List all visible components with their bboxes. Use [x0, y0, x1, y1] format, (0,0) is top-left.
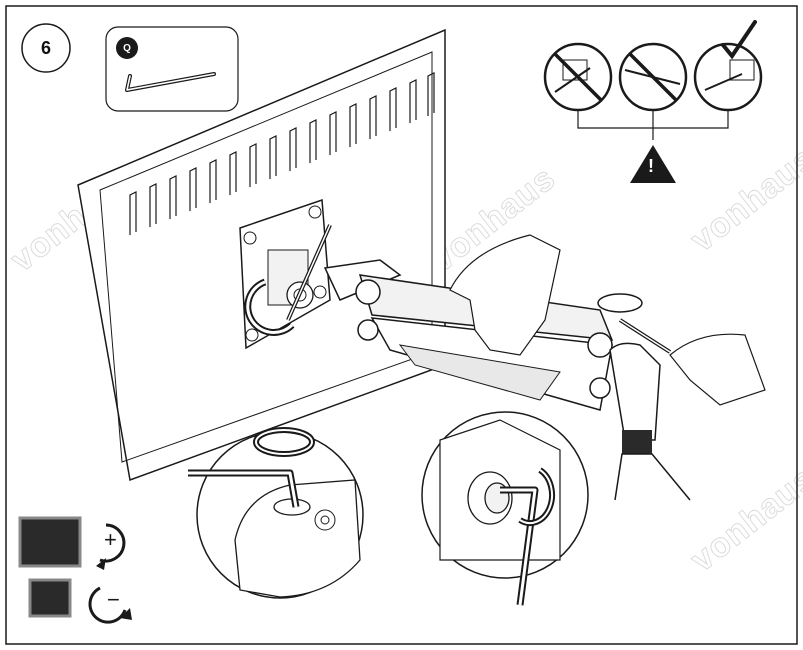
counterclockwise-minus-icon [88, 586, 127, 624]
rotate-arrow-icon [597, 293, 643, 313]
hex-key-icon [105, 26, 239, 112]
page-frame [5, 5, 798, 645]
step-number: 6 [40, 37, 51, 58]
monitor-arm [323, 259, 691, 501]
decrease-adjustment [28, 578, 132, 624]
decrease-symbol: − [107, 587, 120, 612]
warning-symbol: ! [648, 156, 654, 176]
detail-circle-lower-arm [188, 427, 364, 599]
step-circle [21, 23, 71, 73]
prohibited-icon [618, 42, 688, 112]
detail-circle-upper-arm [421, 411, 589, 606]
warning-triangle-icon [630, 145, 676, 183]
hand-illustration [449, 234, 766, 406]
tool-code: Q [123, 42, 131, 54]
increase-adjustment [18, 516, 126, 570]
clockwise-plus-icon [99, 523, 126, 563]
vesa-plate [239, 198, 332, 350]
prohibited-icon [543, 42, 613, 112]
correct-icon [693, 20, 763, 112]
connector-lines [577, 110, 729, 140]
increase-symbol: + [104, 527, 117, 552]
